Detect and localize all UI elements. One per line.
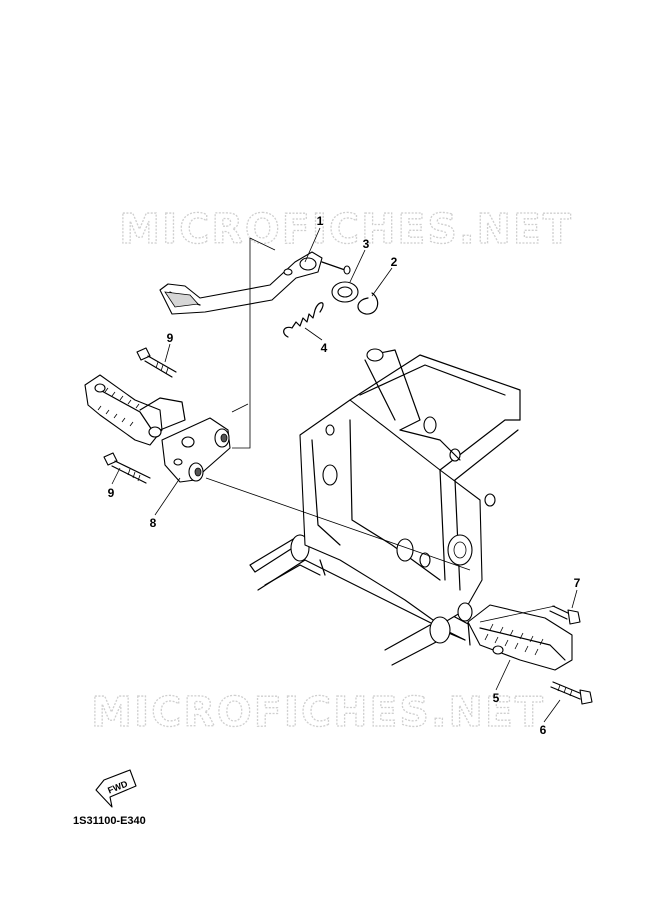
callout-3: 3 (363, 237, 370, 251)
callout-1: 1 (317, 214, 324, 228)
callout-9-upper: 9 (167, 331, 174, 345)
fwd-direction-arrow: FWD (95, 769, 137, 808)
bolt-right-upper (549, 605, 581, 625)
circlip (357, 292, 379, 315)
callout-9-lower: 9 (108, 486, 115, 500)
watermark-top: MICROFICHES.NET (119, 205, 573, 253)
callout-2: 2 (391, 255, 398, 269)
leader-lines (111, 227, 578, 723)
bolt-upper-left (136, 347, 177, 378)
callout-5: 5 (493, 691, 500, 705)
pedal-bracket (161, 417, 231, 483)
washer (331, 281, 359, 303)
frame-assembly (249, 348, 521, 666)
callout-7: 7 (574, 576, 581, 590)
brake-pedal (159, 251, 351, 315)
bolt-right-lower (550, 681, 593, 705)
right-footrest (467, 604, 573, 671)
callout-8: 8 (150, 516, 157, 530)
return-spring (283, 302, 324, 338)
bolt-lower-left (103, 452, 151, 484)
callout-6: 6 (540, 723, 547, 737)
diagram-code: 1S31100-E340 (73, 815, 146, 827)
left-footrest (84, 374, 186, 446)
watermark-bottom: MICROFICHES.NET (91, 688, 545, 736)
callout-4: 4 (321, 341, 328, 355)
